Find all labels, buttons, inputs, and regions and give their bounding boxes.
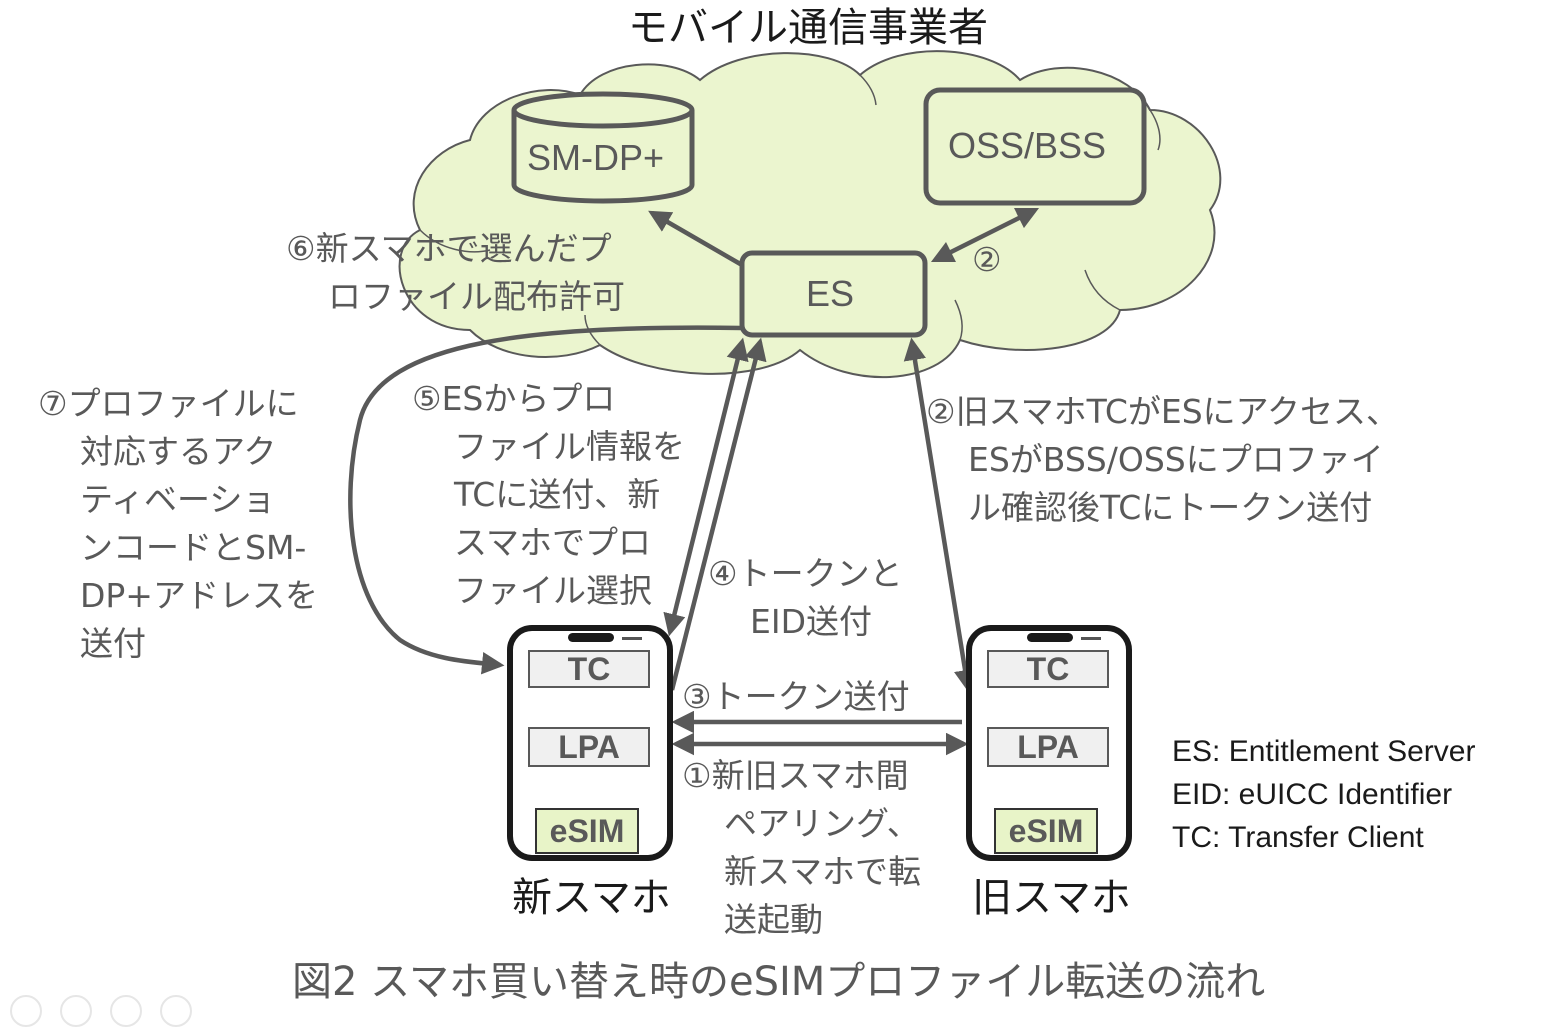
step7-line: 送付 <box>80 624 146 663</box>
old-phone-esim: eSIM <box>994 808 1098 854</box>
step1-line: 送起動 <box>724 900 823 939</box>
diagram-title: モバイル通信事業者 <box>628 5 988 51</box>
smdp-database-icon <box>511 91 695 204</box>
es-box <box>739 250 928 338</box>
step4-note: ④トークンと EID送付 <box>708 550 903 646</box>
es-label: ES <box>806 273 855 314</box>
old-phone-lpa: LPA <box>987 727 1109 767</box>
decorative-dots <box>10 995 210 1031</box>
step6-line: ロファイル配布許可 <box>328 277 625 316</box>
old-phone-tc: TC <box>987 650 1109 688</box>
step1-note: ①新旧スマホ間 ペアリング、 新スマホで転 送起動 <box>682 752 921 944</box>
legend-item: TC: Transfer Client <box>1172 821 1424 854</box>
step4-line: EID送付 <box>750 602 872 641</box>
ossbss-box <box>923 87 1147 206</box>
step2-line: ESがBSS/OSSにプロファイ <box>968 440 1384 479</box>
step7-line: DP+アドレスを <box>80 576 318 615</box>
step3-label: ③トークン送付 <box>682 677 910 716</box>
step7-line: ⑦プロファイルに <box>38 384 299 423</box>
step1-line: ペアリング、 <box>724 804 920 843</box>
ossbss-label: OSS/BSS <box>948 125 1107 166</box>
arrow-oldphone-es <box>903 337 977 693</box>
arrow-newphone-to-es <box>669 337 767 691</box>
step2-line: ル確認後TCにトークン送付 <box>968 488 1373 527</box>
new-phone-lpa: LPA <box>528 727 650 767</box>
step7-note: ⑦プロファイルに 対応するアク ティベーショ ンコードとSM- DP+アドレスを… <box>38 380 318 668</box>
new-phone-esim: eSIM <box>535 808 639 854</box>
step6-line: ⑥新スマホで選んだプ <box>286 229 612 268</box>
abbreviation-legend: ES: Entitlement Server EID: eUICC Identi… <box>1172 730 1475 859</box>
arrow-es-to-newphone-activation <box>348 325 743 675</box>
legend-item: ES: Entitlement Server <box>1172 735 1476 768</box>
arrow-es-to-smdp <box>648 210 744 267</box>
step2-note: ②旧スマホTCがESにアクセス、 ESがBSS/OSSにプロファイ ル確認後TC… <box>926 388 1399 532</box>
step7-line: ンコードとSM- <box>80 528 307 567</box>
step1-line: 新スマホで転 <box>724 852 922 891</box>
step1-line: ①新旧スマホ間 <box>682 756 909 795</box>
step4-line: ④トークンと <box>708 554 903 593</box>
step7-line: 対応するアク <box>80 432 277 471</box>
step2-short-label: ② <box>972 240 1002 279</box>
smdp-label: SM-DP+ <box>527 137 665 178</box>
step5-note: ⑤ESからプロ ファイル情報を TCに送付、新 スマホでプロ ファイル選択 <box>412 375 685 615</box>
legend-item: EID: eUICC Identifier <box>1172 778 1453 811</box>
step6-note: ⑥新スマホで選んだプ ロファイル配布許可 <box>286 225 625 321</box>
step5-line: ファイル選択 <box>454 571 652 610</box>
old-phone-label: 旧スマホ <box>972 875 1131 921</box>
new-phone-tc: TC <box>528 650 650 688</box>
step5-line: スマホでプロ <box>454 523 652 562</box>
step5-line: ファイル情報を <box>454 427 685 466</box>
new-phone-label: 新スマホ <box>512 875 671 921</box>
step5-line: ⑤ESからプロ <box>412 379 616 418</box>
step7-line: ティベーショ <box>80 480 276 519</box>
step5-line: TCに送付、新 <box>454 475 661 514</box>
figure-caption: 図2 スマホ買い替え時のeSIMプロファイル転送の流れ <box>292 959 1266 1005</box>
arrow-es-to-newphone-tc <box>663 337 749 637</box>
arrow-es-ossbss <box>930 207 1040 263</box>
step2-line: ②旧スマホTCがESにアクセス、 <box>926 392 1400 431</box>
